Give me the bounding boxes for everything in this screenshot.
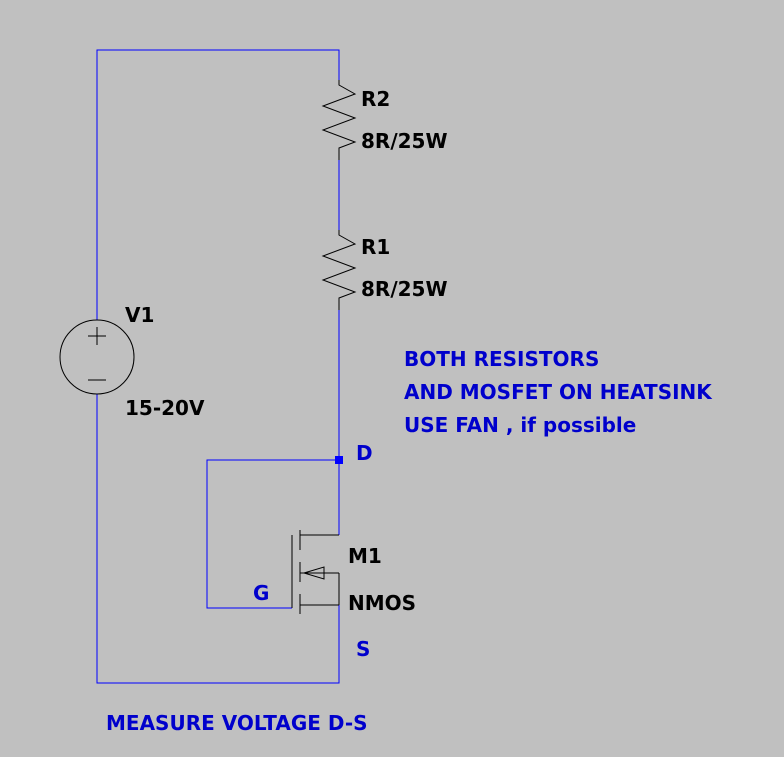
- voltage-source-v1: V1 15-20V: [59, 303, 205, 420]
- m1-ref: M1: [348, 544, 382, 568]
- wires: [96, 49, 343, 684]
- mosfet-m1: M1 NMOS: [291, 530, 416, 615]
- r2-ref: R2: [361, 87, 390, 111]
- r2-value: 8R/25W: [361, 129, 448, 153]
- wire-drain-gate: [206, 459, 339, 609]
- m1-value: NMOS: [348, 591, 416, 615]
- wire-top-loop: [96, 49, 340, 320]
- net-label-gate: G: [253, 581, 269, 605]
- net-label-drain: D: [356, 441, 373, 465]
- r2-zigzag: [321, 80, 357, 160]
- measure-note: MEASURE VOLTAGE D-S: [106, 711, 368, 735]
- r1-ref: R1: [361, 235, 390, 259]
- note-line-2: AND MOSFET ON HEATSINK: [404, 380, 713, 404]
- m1-body-arrow: [302, 566, 325, 580]
- note-line-3: USE FAN , if possible: [404, 413, 636, 437]
- wire-source-return: [96, 394, 340, 684]
- net-label-source: S: [356, 637, 370, 661]
- heatsink-note: BOTH RESISTORS AND MOSFET ON HEATSINK US…: [404, 347, 713, 437]
- v1-ref: V1: [125, 303, 154, 327]
- r1-zigzag: [321, 230, 357, 310]
- r1-value: 8R/25W: [361, 277, 448, 301]
- v1-body: [59, 319, 135, 395]
- resistor-r2: R2 8R/25W: [321, 80, 448, 160]
- v1-value: 15-20V: [125, 396, 205, 420]
- drain-junction: [335, 456, 343, 464]
- resistor-r1: R1 8R/25W: [321, 230, 448, 310]
- note-line-1: BOTH RESISTORS: [404, 347, 599, 371]
